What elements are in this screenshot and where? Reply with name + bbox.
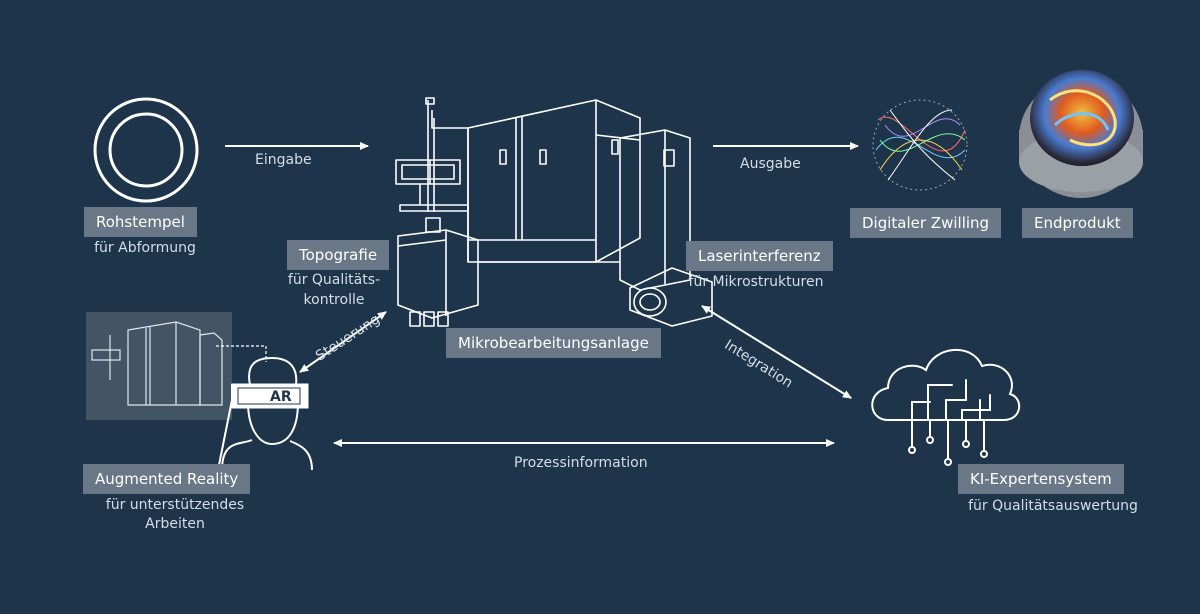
ar-machine-panel (86, 312, 232, 420)
laserinterferenz-label: Laserinterferenz (686, 241, 833, 271)
topografie-subtitle-1: für Qualitäts- (287, 272, 381, 288)
eingabe-label: Eingabe (255, 152, 312, 168)
ki-expertensystem-subtitle: für Qualitätsauswertung (968, 498, 1138, 514)
endprodukt-label: Endprodukt (1022, 208, 1133, 238)
digital-twin-graphic (872, 99, 968, 191)
ar-badge: AR (270, 389, 292, 405)
end-product-graphic (1019, 70, 1143, 198)
prozessinformation-label: Prozessinformation (514, 455, 648, 471)
digitaler-zwilling-label: Digitaler Zwilling (850, 208, 1002, 238)
person-ar-icon (217, 356, 313, 471)
steuerung-arrow (299, 311, 387, 373)
cloud-circuit-icon (871, 349, 1020, 466)
augmented-reality-subtitle-2: Arbeiten (145, 516, 205, 532)
ring-icon (93, 97, 199, 203)
augmented-reality-subtitle-1: für unterstützendes (105, 497, 245, 513)
ki-expertensystem-label: KI-Expertensystem (958, 464, 1124, 494)
rohstempel-subtitle: für Abformung (94, 240, 196, 256)
ar-link-line (216, 345, 267, 362)
laserinterferenz-subtitle: für Mikrostrukturen (688, 274, 824, 290)
anlage-label: Mikrobearbeitungsanlage (446, 328, 661, 358)
rohstempel-label: Rohstempel (84, 207, 197, 237)
ar-machine-drawing (91, 321, 223, 406)
machine-drawing (395, 97, 713, 327)
augmented-reality-label: Augmented Reality (83, 464, 251, 494)
integration-arrow (701, 305, 852, 399)
ausgabe-label: Ausgabe (740, 156, 801, 172)
topografie-label: Topografie (287, 240, 390, 270)
topografie-subtitle-2: kontrolle (303, 292, 365, 308)
